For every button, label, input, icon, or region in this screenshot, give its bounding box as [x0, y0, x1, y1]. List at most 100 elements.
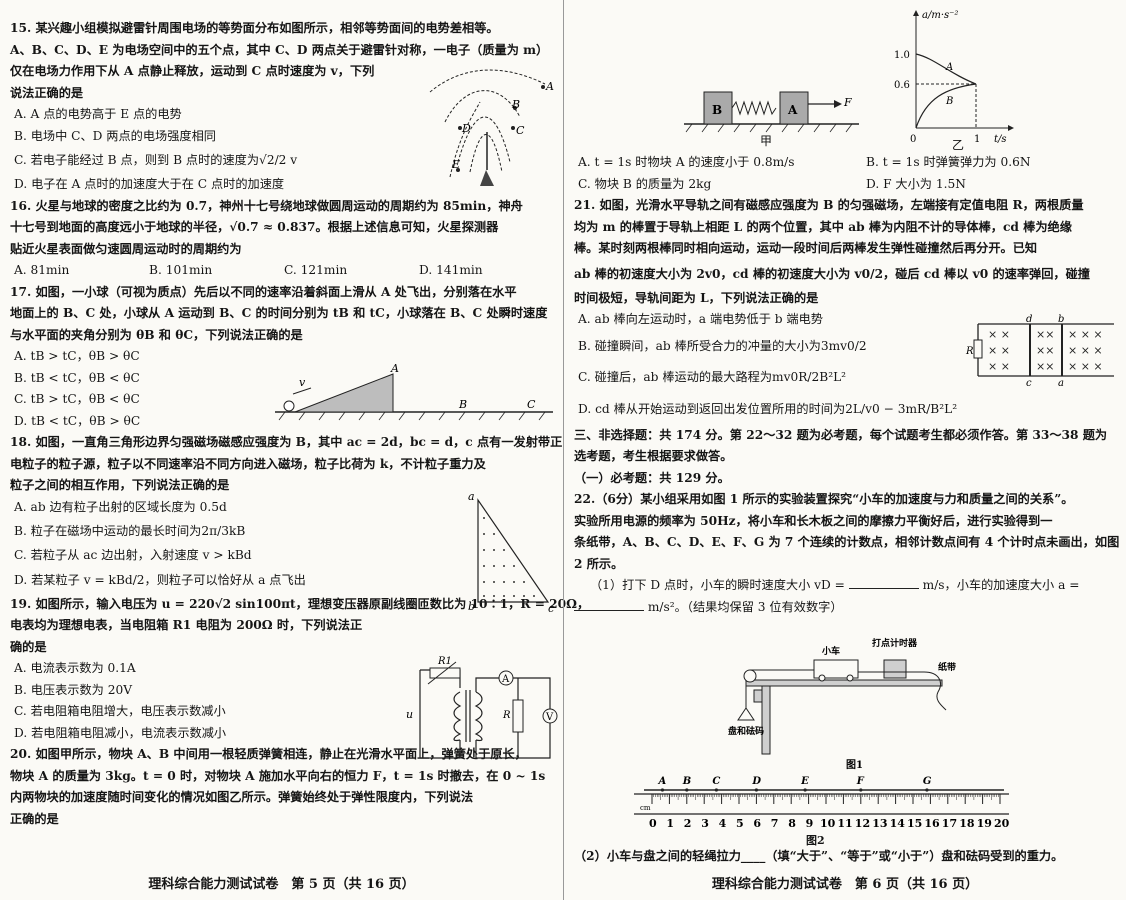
ruler-tick-label: 7 [771, 817, 779, 830]
incline-a-label: A [390, 362, 399, 375]
ruler-tick-label: 1 [666, 817, 674, 830]
paper-tape [858, 671, 947, 711]
q20-stem-4: 正确的是 [10, 811, 59, 826]
ruler-tick-label: 15 [907, 817, 922, 830]
spring-blocks-figure: B A F [684, 91, 859, 133]
timer [883, 659, 907, 679]
q22-part1-line-1: （1）打下 D 点时，小车的瞬时速度大小 vD = m/s，小车的加速度大小 a… [574, 575, 1114, 597]
q19-option-a: A. 电流表示数为 0.1A [14, 661, 136, 675]
svg-text:× ×: × × [988, 344, 1010, 357]
q20-option-c: C. 物块 B 的质量为 2kg [578, 176, 712, 191]
weight-pan [737, 707, 755, 721]
svg-text:× × ×: × × × [1068, 344, 1103, 357]
rod-b-label: b [1058, 314, 1064, 325]
block-a-label: A [787, 103, 798, 117]
q15-stem-1: 15. 某兴趣小组模拟避雷针周围电场的等势面分布如图所示，相邻等势面间的电势差相… [10, 21, 499, 35]
q17-stem-3: 与水平面的夹角分别为 θB 和 θC，下列说法正确的是 [10, 327, 303, 342]
tape-point [925, 788, 929, 792]
r-label: R [502, 710, 511, 721]
ruler-tick-label: 2 [684, 817, 692, 830]
svg-text:××: ×× [1036, 328, 1054, 341]
block-a [779, 91, 809, 125]
page-6: B A F 甲 a/m·s⁻² t/s 1.0 0.6 0 1 A B [563, 0, 1126, 900]
vertex-c-label: c [548, 602, 554, 615]
q21-stem-2: 均为 m 的棒置于导轨上相距 L 的两个位置，其中 ab 棒为内阻不计的导体棒，… [574, 219, 1072, 234]
q19-stem-3: 确的是 [10, 639, 47, 654]
rail-r-label: R [965, 346, 974, 357]
section-three-line-2: 选考题，考生根据要求做答。 [574, 449, 733, 463]
tape-point-label: F [856, 776, 865, 787]
ruler-tick-label: 13 [872, 817, 887, 830]
q16-option-a: A. 81min [14, 263, 70, 277]
tape-point [754, 788, 758, 792]
tape-point-label: G [923, 776, 932, 787]
q22-part1-text-b: m/s，小车的加速度大小 a = [922, 578, 1080, 592]
q19-option-b: B. 电压表示数为 20V [14, 682, 133, 697]
ground-b-label: B [458, 398, 467, 411]
q21-option-d: D. cd 棒从开始运动到返回出发位置所用的时间为2L/v0 − 3mR/B²L… [578, 401, 958, 416]
ruler-tick-label: 10 [820, 817, 836, 830]
ruler-tick-label: 5 [736, 817, 744, 830]
ruler-tick-label: 12 [855, 817, 870, 830]
q16-option-c: C. 121min [284, 263, 348, 277]
curve-b [915, 83, 977, 129]
q18-option-a: A. ab 边有粒子出射的区域长度为 0.5d [14, 499, 227, 514]
rod-a-label: a [1058, 378, 1064, 389]
q17-option-c: C. tB > tC，θB < θC [14, 392, 140, 406]
q17-stem-2: 地面上的 B、C 处，小球从 A 运动到 B、C 的时间分别为 tB 和 tC，… [10, 306, 548, 320]
ammeter [498, 670, 514, 686]
y-tick-0-6: 0.6 [894, 80, 910, 91]
acceleration-answer-blank[interactable] [574, 609, 644, 611]
q22-part1-text-a: （1）打下 D 点时，小车的瞬时速度大小 vD = [590, 578, 845, 592]
block-b [703, 91, 733, 125]
q18-option-b: B. 粒子在磁场中运动的最长时间为2π/3kB [14, 524, 246, 538]
voltmeter [542, 708, 558, 724]
spring [731, 100, 777, 116]
ruler-tick-label: 14 [890, 817, 906, 830]
page-5-footer: 理科综合能力测试试卷 第 5 页（共 16 页） [148, 877, 415, 892]
svg-text:× × ×: × × × [1068, 328, 1103, 341]
ruler-tick-label: 9 [806, 817, 814, 830]
q22-stem-1: 22.（6分）某小组采用如图 1 所示的实验装置探究“小车的加速度与力和质量之间… [574, 492, 1074, 506]
section-three-line-1: 三、非选择题：共 174 分。第 22～32 题为必考题，每个试题考生都必须作答… [574, 427, 1108, 442]
block-b-label: B [712, 103, 722, 117]
ruler-tick-label: 3 [701, 817, 709, 830]
q16-option-b: B. 101min [149, 263, 213, 277]
tape-point-label: A [657, 776, 666, 787]
resistor-box-r1 [429, 667, 461, 679]
svg-text:××: ×× [1036, 344, 1054, 357]
velocity-label: v [299, 376, 306, 389]
timer-label: 打点计时器 [872, 637, 918, 649]
q18-stem-2: 电粒子的粒子源，粒子以不同速率沿不同方向进入磁场，粒子比荷为 k，不计粒子重力及 [10, 456, 486, 471]
q15-option-d: D. 电子在 A 点时的加速度大于在 C 点时的加速度 [14, 177, 285, 191]
q20-stem-3: 内两物块的加速度随时间变化的情况如图乙所示。弹簧始终处于弹性限度内，下列说法 [10, 790, 474, 804]
section-three: 三、非选择题：共 174 分。第 22～32 题为必考题，每个试题考生都必须作答… [574, 425, 1114, 490]
q22-stem-2: 实验所用电源的频率为 50Hz，将小车和长木板之间的摩擦力平衡好后，进行实验得到… [574, 513, 1053, 528]
input-u-label: u [406, 708, 413, 721]
q17-option-b: B. tB < tC，θB < θC [14, 370, 140, 385]
q18-option-d: D. 若某粒子 v = kBd/2，则粒子可以恰好从 a 点飞出 [14, 572, 306, 587]
q22-part1-text-c: m/s²。（结果均保留 3 位有效数字） [647, 599, 843, 614]
q21-option-a: A. ab 棒向左运动时，a 端电势低于 b 端电势 [578, 312, 823, 326]
q18-stem-3: 粒子之间的相互作用，下列说法正确的是 [10, 478, 230, 492]
question-17: 17. 如图，一小球（可视为质点）先后以不同的速率沿着斜面上滑从 A 处飞出，分… [10, 282, 553, 433]
q21-stem-5: 时间极短，导轨间距为 L，下列说法正确的是 [574, 290, 819, 305]
q22-stem-4: 2 所示。 [574, 556, 624, 571]
tape-label: 纸带 [938, 661, 956, 673]
tape-point-label: E [800, 776, 809, 787]
svg-text:××: ×× [1036, 360, 1054, 373]
lightning-rod-base [480, 170, 494, 186]
field-dots [483, 517, 535, 597]
tape-point [803, 788, 807, 792]
vd-answer-blank[interactable] [848, 588, 919, 589]
section-one-required: （一）必考题：共 129 分。 [574, 470, 730, 485]
lightning-rod-figure: A B D C E [429, 69, 554, 186]
svg-text:× ×: × × [988, 328, 1010, 341]
question-15: 15. 某兴趣小组模拟避雷针周围电场的等势面分布如图所示，相邻等势面间的电势差相… [10, 18, 553, 196]
q15-option-a: A. A 点的电势高于 E 点的电势 [14, 107, 182, 121]
q19-option-d: D. 若电阻箱电阻减小，电流表示数减小 [14, 725, 227, 740]
tape-point [685, 788, 689, 792]
ruler-tick-label: 6 [753, 817, 761, 830]
point-b-label: B [511, 98, 520, 111]
